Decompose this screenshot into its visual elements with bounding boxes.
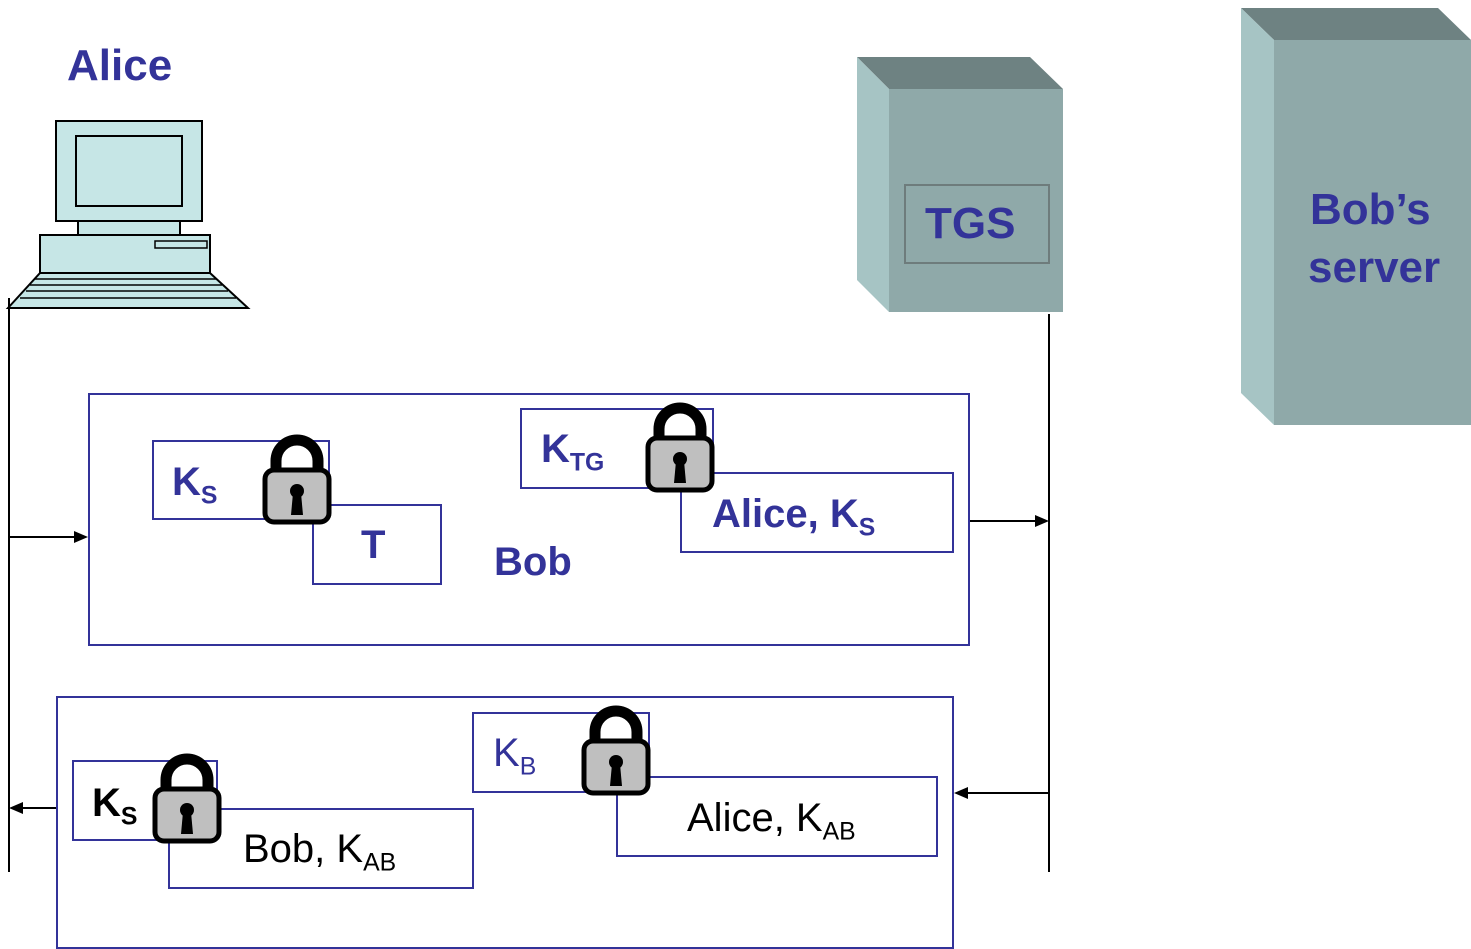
lock-icon [645,405,715,495]
lock-icon [152,756,222,846]
target-bob-label: Bob [494,542,572,582]
ks-key-label: KS [172,462,217,502]
reply-ks-key-label: KS [92,783,137,823]
timestamp-label: T [361,525,385,565]
reply-session-label: Bob, KAB [243,829,396,869]
kb-key-label: KB [493,733,536,773]
tgt-ticket-label: Alice, KS [712,494,875,534]
lock-icon [581,708,651,798]
ktg-key-label: KTG [541,429,604,469]
lock-icon [262,437,332,527]
service-ticket-label: Alice, KAB [687,798,856,838]
